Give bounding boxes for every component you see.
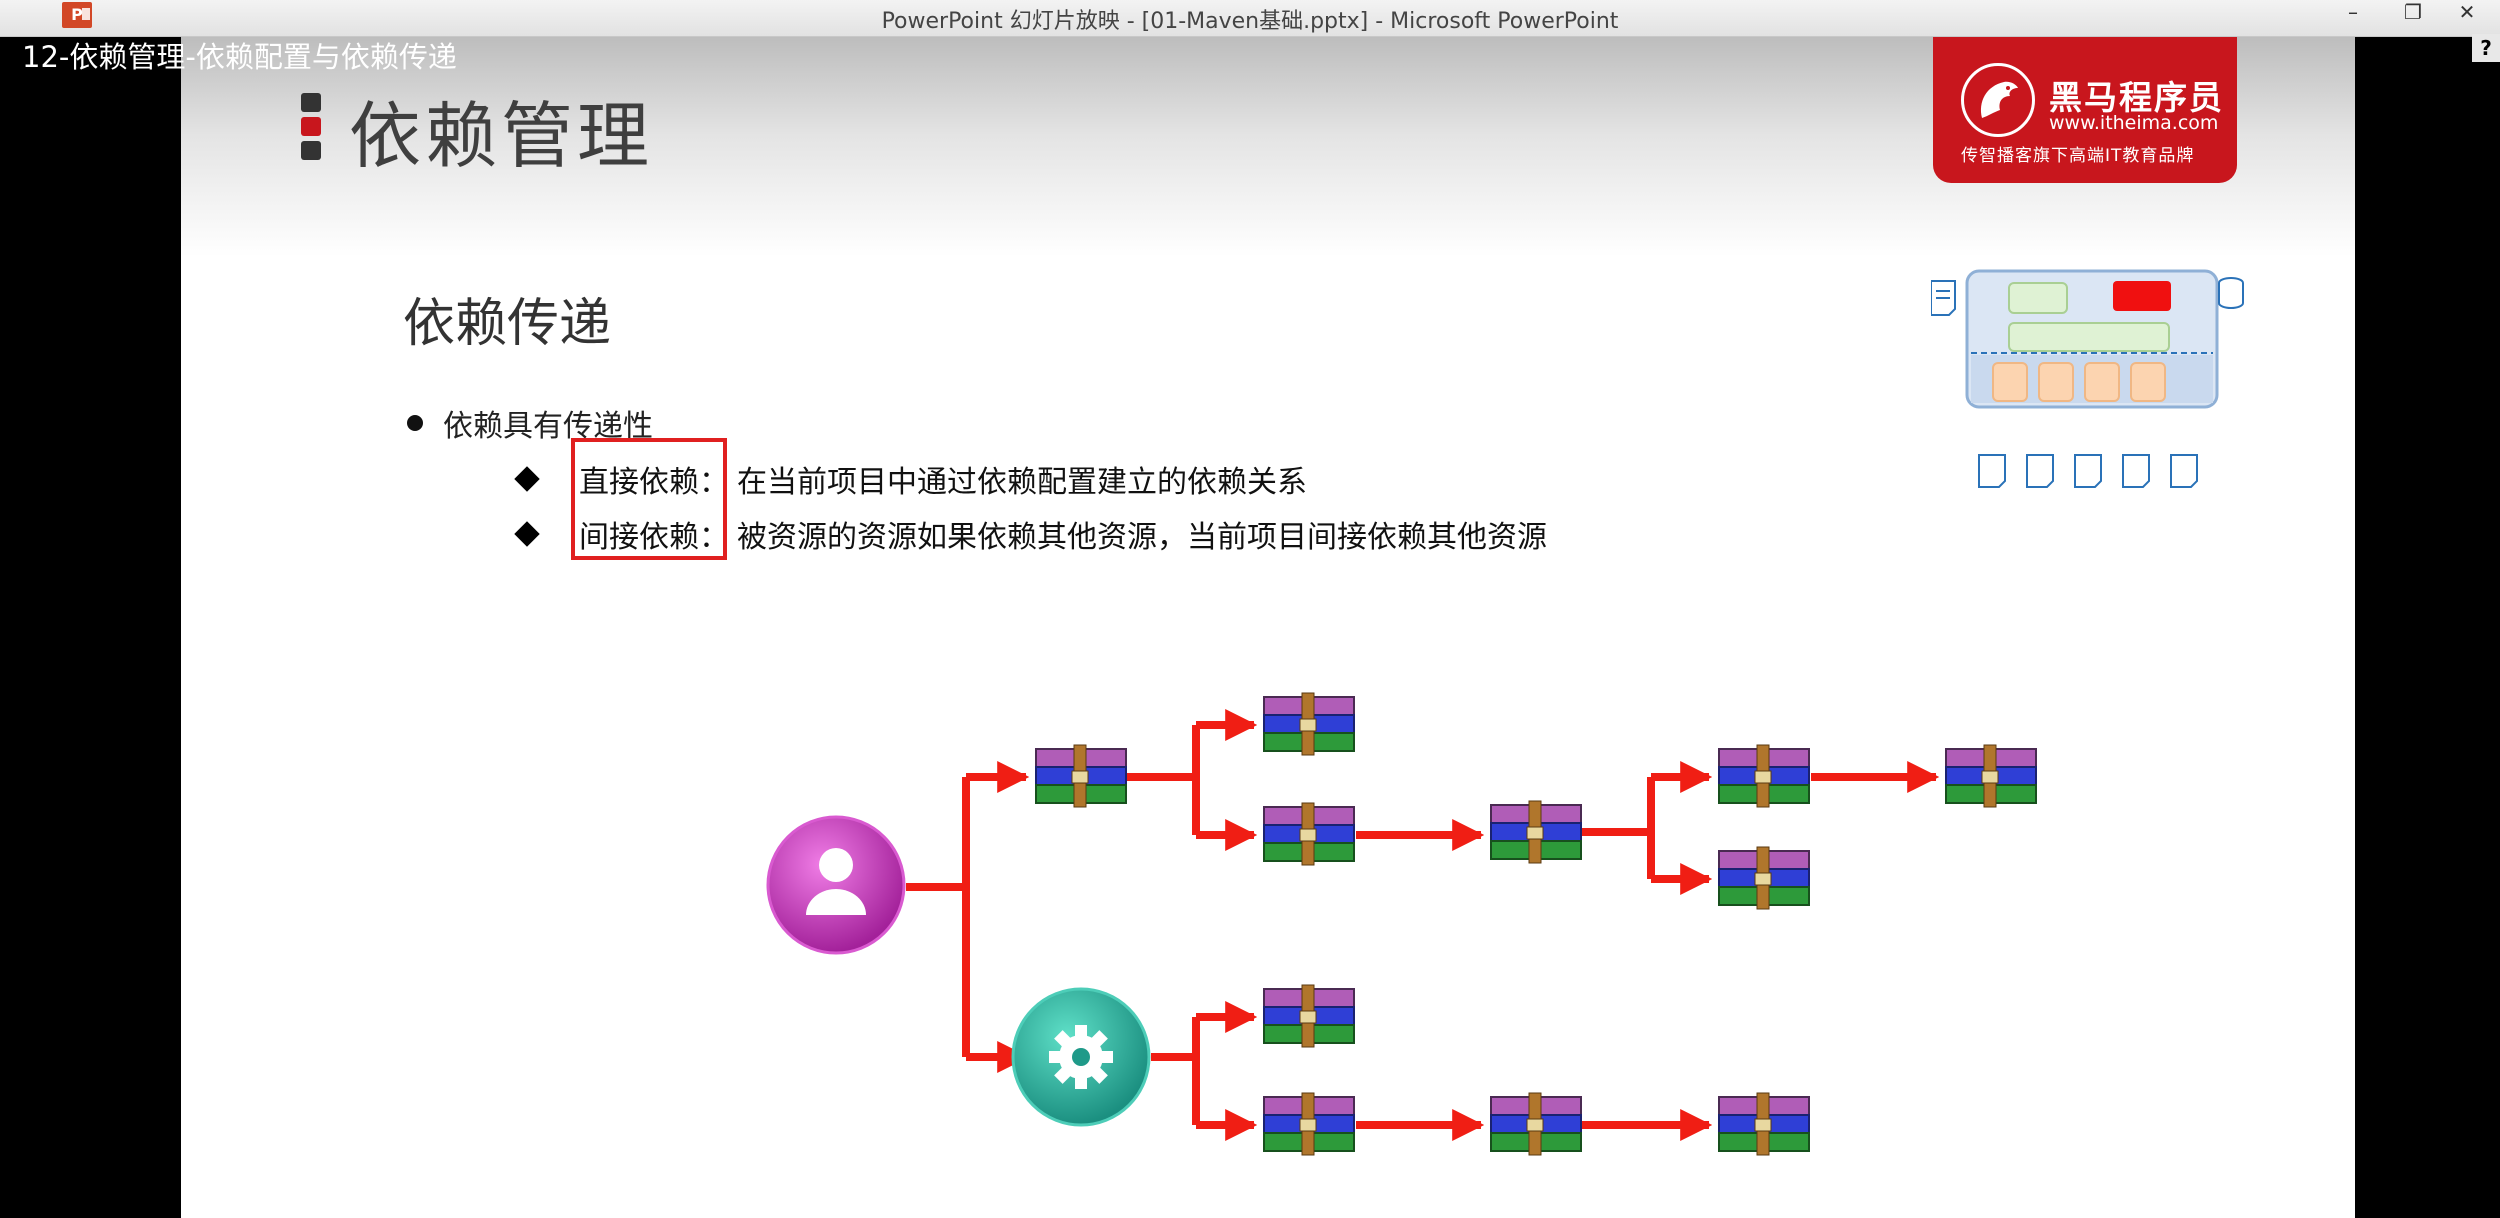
jar-archive-icon xyxy=(1263,802,1355,866)
gear-module-node-icon xyxy=(1011,987,1151,1127)
module-block-green xyxy=(2008,282,2068,314)
diamond-bullet-icon xyxy=(514,521,540,547)
heading-bar-block-bottom xyxy=(301,141,321,160)
logo-url: www.itheima.com xyxy=(2049,112,2219,134)
dependency-tree-diagram xyxy=(766,692,2037,1156)
jar-archive-icon xyxy=(1718,1092,1810,1156)
jar-archive-icon xyxy=(1263,984,1355,1048)
jar-archive-icon xyxy=(1035,744,1127,808)
label-highlight-box xyxy=(571,438,727,560)
diamond-bullet-icon xyxy=(514,466,540,492)
jar-archive-icon xyxy=(1263,692,1355,756)
module-block-wide xyxy=(2008,322,2170,352)
indirect-dependency-desc: 被资源的资源如果依赖其他资源，当前项目间接依赖其他资源 xyxy=(737,520,1547,555)
jar-archive-icon xyxy=(1263,1092,1355,1156)
video-title-overlay: 12-依赖管理-依赖配置与依赖传递 xyxy=(22,40,457,74)
module-block-red xyxy=(2113,281,2171,311)
close-button[interactable]: ✕ xyxy=(2458,0,2476,24)
dependency-connectors xyxy=(906,709,1940,1141)
jar-block xyxy=(2084,362,2120,402)
powerpoint-app-icon[interactable]: P xyxy=(62,2,92,28)
jar-block xyxy=(1992,362,2028,402)
jar-block xyxy=(2038,362,2074,402)
jar-archive-icon xyxy=(1718,846,1810,910)
heading-bar-block-top xyxy=(301,93,321,112)
section-subtitle: 依赖传递 xyxy=(403,294,612,354)
app-icon-letter: P xyxy=(71,5,83,24)
restore-button[interactable]: ❐ xyxy=(2404,0,2422,24)
minimize-button[interactable]: – xyxy=(2348,0,2358,24)
direct-dependency-desc: 在当前项目中通过依赖配置建立的依赖关系 xyxy=(737,465,1307,500)
direct-dependency-label: 直接依赖： xyxy=(579,465,729,500)
itheima-logo: 黑马程序员 www.itheima.com 传智播客旗下高端IT教育品牌 xyxy=(1933,37,2237,183)
jar-archive-icon xyxy=(1490,800,1582,864)
jar-block xyxy=(2130,362,2166,402)
jar-archive-icon xyxy=(1490,1092,1582,1156)
indirect-dependency-label: 间接依赖： xyxy=(579,520,729,555)
slide-canvas[interactable]: 依赖管理 黑马程序员 www.itheima.com 传智播客旗下高端IT教育品… xyxy=(181,37,2355,1218)
database-icon xyxy=(2218,277,2244,309)
window-titlebar: P PowerPoint 幻灯片放映 - [01-Maven基础.pptx] -… xyxy=(0,0,2500,37)
slide-heading: 依赖管理 xyxy=(349,94,654,178)
heading-bar-block-middle xyxy=(301,117,321,136)
project-structure-illustration xyxy=(1931,269,2244,488)
help-icon[interactable]: ? xyxy=(2472,34,2500,62)
window-title: PowerPoint 幻灯片放映 - [01-Maven基础.pptx] - M… xyxy=(881,9,1619,34)
logo-tagline: 传智播客旗下高端IT教育品牌 xyxy=(1961,146,2195,166)
bullet-dot xyxy=(407,415,423,431)
jar-archive-icon xyxy=(1945,744,2037,808)
jar-archive-icon xyxy=(1718,744,1810,808)
logo-brand-name: 黑马程序员 xyxy=(2049,78,2224,117)
document-icon xyxy=(1931,280,1956,316)
horse-logo-icon xyxy=(1961,63,2035,137)
user-project-node-icon xyxy=(766,815,906,955)
document-row-icons xyxy=(1978,454,2198,488)
